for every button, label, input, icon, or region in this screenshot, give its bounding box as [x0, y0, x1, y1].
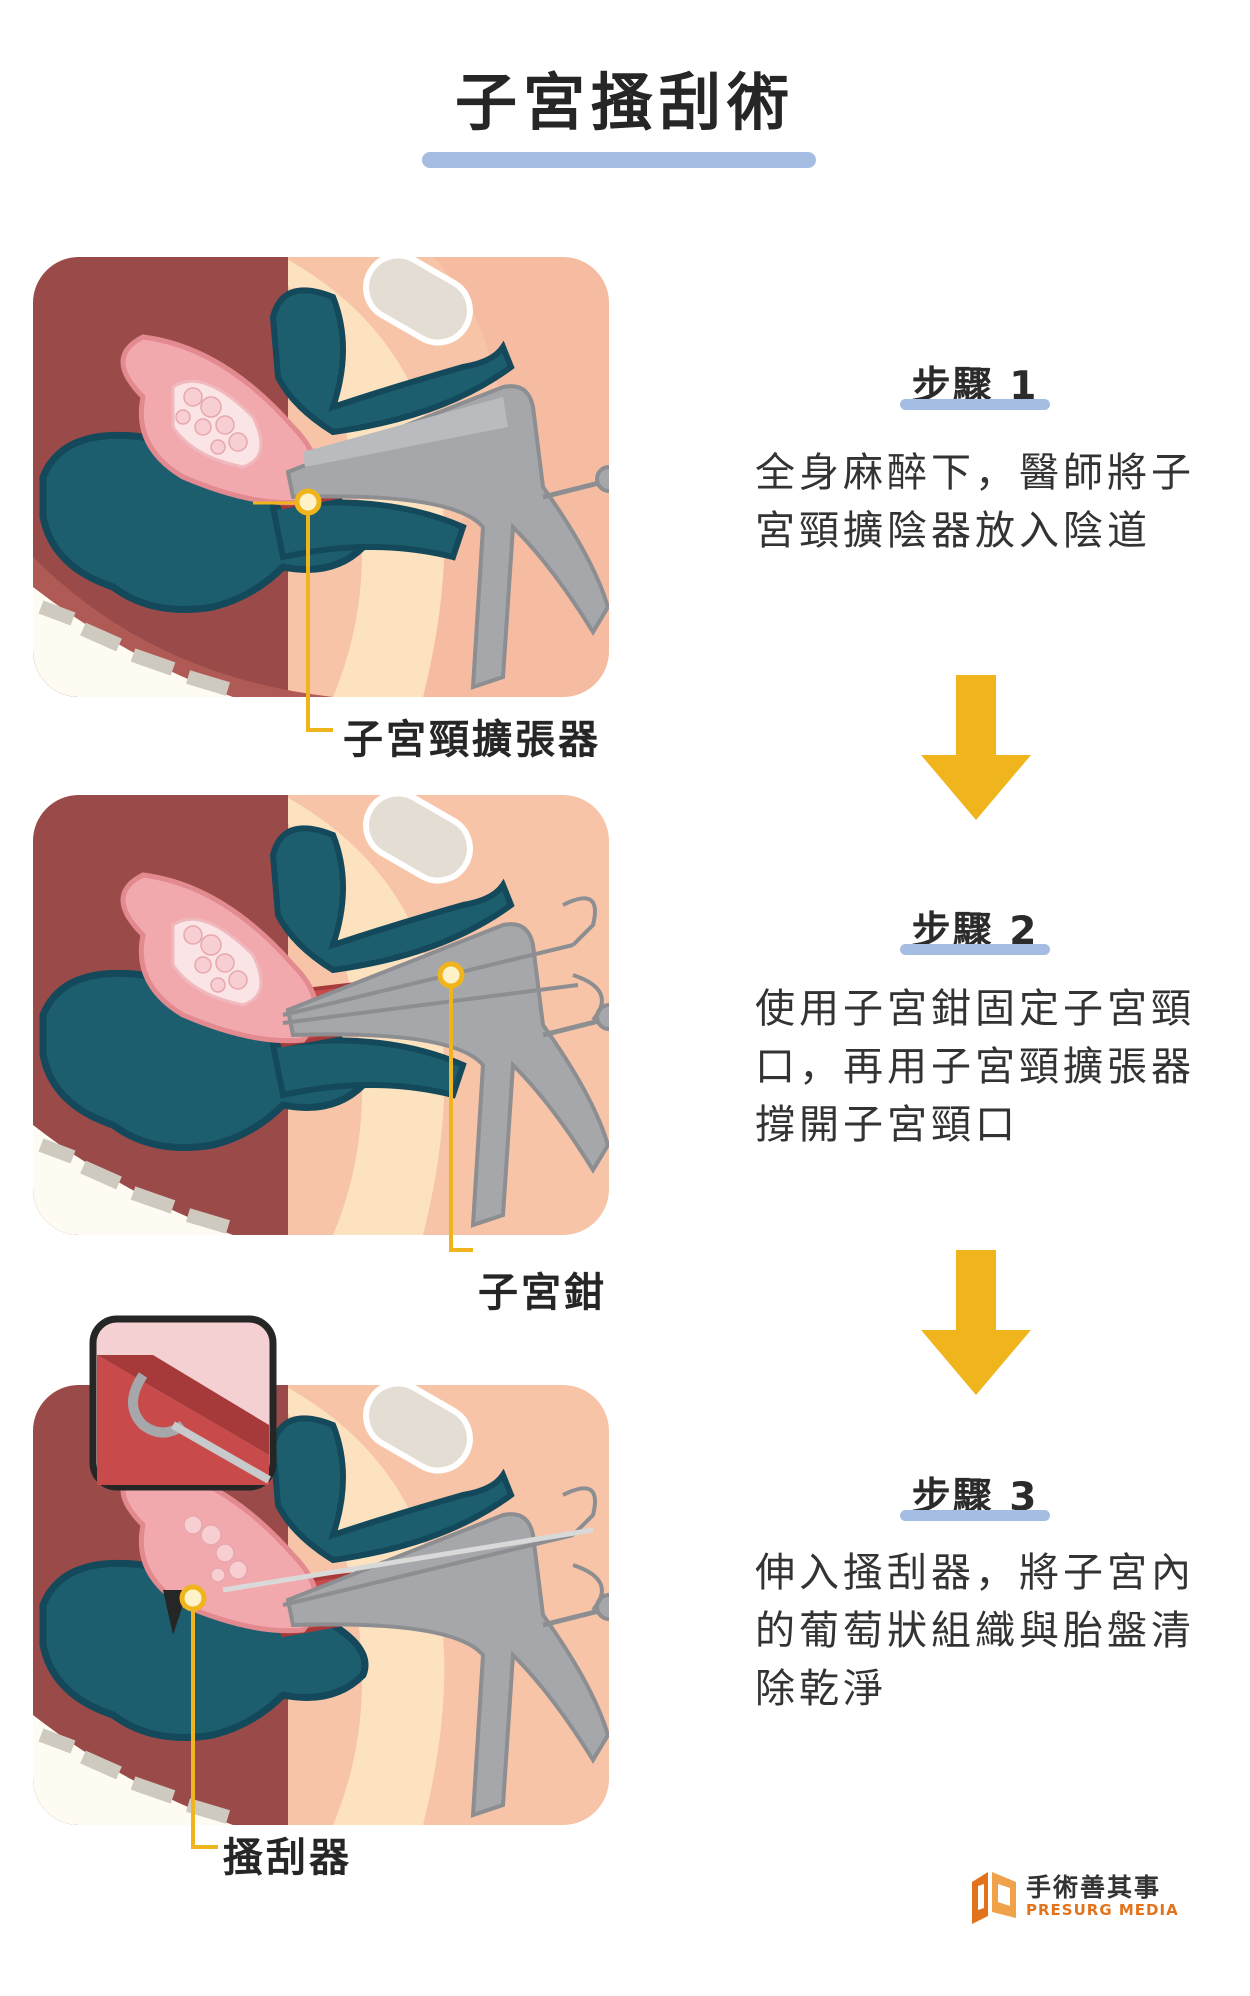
- anatomy-cross-section: [33, 257, 609, 697]
- step-3-text: 伸入搔刮器，將子宮內 的葡萄狀組織與胎盤清 除乾淨: [755, 1550, 1195, 1712]
- anatomy-cross-section: [33, 795, 609, 1235]
- page-title: 子宮搔刮術: [454, 66, 795, 139]
- curette-instrument: [222, 1527, 594, 1593]
- speculum-instrument: [285, 384, 609, 690]
- logo-name-en: PRESURG MEDIA: [1026, 1901, 1179, 1919]
- down-arrow-icon: [921, 1250, 1031, 1395]
- callout-label-curette: 搔刮器: [223, 1835, 352, 1881]
- callout-label-dilator: 子宮頸擴張器: [343, 717, 601, 763]
- callout-line: [191, 1609, 218, 1849]
- step-1-text: 全身麻醉下，醫師將子 宮頸擴陰器放入陰道: [755, 450, 1195, 554]
- callout-point: [294, 488, 322, 516]
- step-2-text: 使用子宮鉗固定子宮頸 口，再用子宮頸擴張器 撐開子宮頸口: [755, 986, 1195, 1148]
- step-3-underline: [900, 1510, 1050, 1521]
- presurg-logo-icon: [972, 1872, 1016, 1924]
- brand-logo: 手術善其事 PRESURG MEDIA: [968, 1868, 1208, 1928]
- callout-line: [306, 513, 333, 732]
- tenaculum-instrument: [282, 896, 604, 1025]
- title-underline: [422, 152, 816, 168]
- step-1-underline: [900, 399, 1050, 410]
- callout-line: [449, 986, 473, 1252]
- callout-label-tenaculum: 子宮鉗: [478, 1270, 607, 1316]
- callout-point: [437, 961, 465, 989]
- step-2-underline: [900, 944, 1050, 955]
- illustration-step-1: [33, 257, 609, 732]
- callout-point: [179, 1584, 207, 1612]
- magnified-inset: [89, 1315, 277, 1635]
- down-arrow-icon: [921, 675, 1031, 820]
- illustration-step-2: [33, 795, 609, 1252]
- illustration-step-3: [33, 1315, 609, 1849]
- tenaculum-instrument: [282, 1486, 604, 1612]
- logo-name-cn: 手術善其事: [1026, 1873, 1162, 1902]
